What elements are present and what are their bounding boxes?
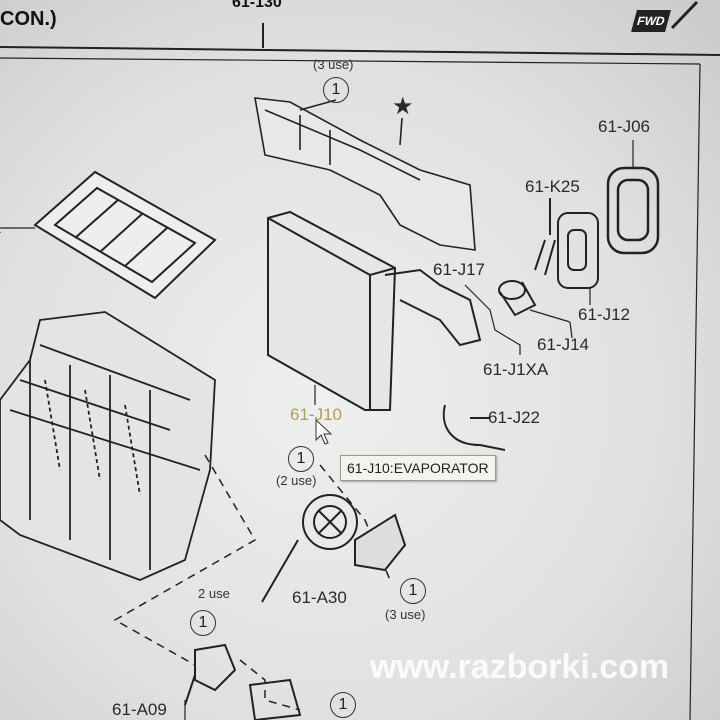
section-title: CON.) (0, 8, 57, 30)
duct-part (254, 97, 476, 251)
cap-part (498, 280, 573, 339)
bracket-part (354, 513, 407, 572)
watermark: www.razborki.com (370, 648, 670, 686)
part-label-j22[interactable]: 61-J22 (488, 408, 540, 427)
part-label-k25[interactable]: 61-K25 (525, 177, 580, 196)
hvac-unit-part (0, 311, 216, 581)
harness-part (442, 404, 506, 451)
part-label-j14[interactable]: 61-J14 (537, 335, 589, 354)
mouse-cursor-icon (315, 418, 333, 445)
cabin-filter-part (0, 170, 217, 300)
fwd-arrow-icon (670, 0, 699, 30)
motor-ref[interactable]: 1 (288, 446, 314, 472)
lower-ref-2[interactable]: 1 (330, 692, 356, 718)
seal-part (606, 140, 660, 255)
expansion-valve-part (557, 212, 599, 305)
actuator-part (184, 643, 237, 720)
lower-qty: 2 use (198, 586, 230, 601)
part-tooltip: 61-J10:EVAPORATOR (340, 455, 496, 481)
header-rule (0, 46, 720, 56)
part-label-j17[interactable]: 61-J17 (433, 260, 485, 279)
actuator-part-2 (248, 678, 302, 720)
lower-ref-1[interactable]: 1 (190, 610, 216, 636)
clip-part (534, 198, 556, 276)
fwd-icon: FWD (631, 10, 671, 32)
part-label-j12[interactable]: 61-J12 (578, 305, 630, 324)
part-label-a30[interactable]: 61-A30 (292, 588, 347, 607)
part-label-j06[interactable]: 61-J06 (598, 117, 650, 136)
star-icon: ★ (392, 93, 414, 120)
part-label-j1xa[interactable]: 61-J1XA (483, 360, 549, 379)
evaporator-part (267, 210, 482, 411)
duct-qty: (3 use) (313, 57, 354, 72)
bracket-qty: (3 use) (385, 607, 426, 622)
blower-fan-part (261, 494, 358, 603)
motor-qty: (2 use) (276, 473, 317, 488)
group-code[interactable]: 61-130 (232, 0, 282, 11)
duct-ref[interactable]: 1 (323, 77, 349, 103)
part-label-j10[interactable]: 61-J10 (290, 405, 342, 424)
bracket-ref[interactable]: 1 (400, 578, 426, 604)
part-label-a09[interactable]: 61-A09 (112, 700, 167, 719)
filter-ref[interactable]: 1 (0, 218, 1, 238)
